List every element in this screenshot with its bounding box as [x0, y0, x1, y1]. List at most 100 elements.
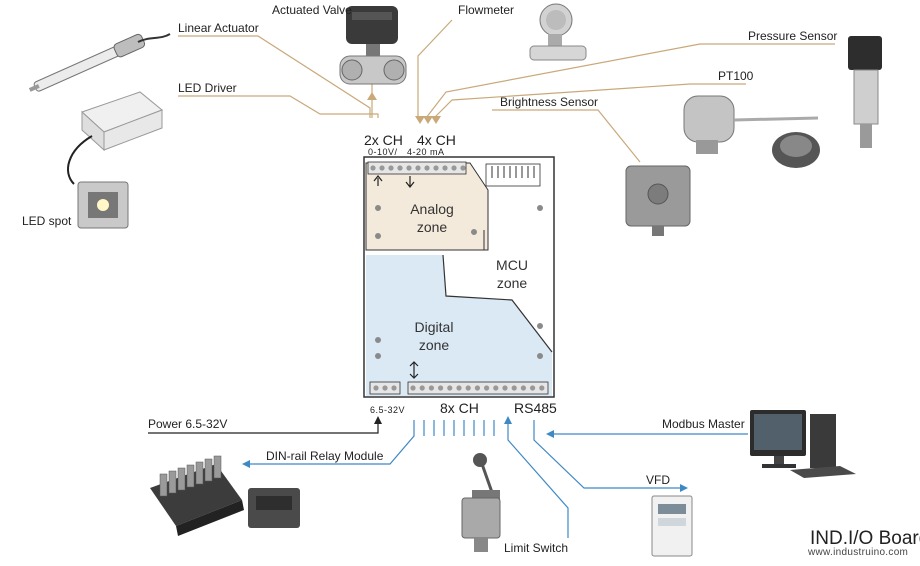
flowmeter-label: Flowmeter: [458, 3, 514, 17]
terminal-pin: [502, 385, 508, 391]
terminal-pin: [442, 165, 448, 171]
terminal-pin: [465, 385, 471, 391]
actuated-valve-label: Actuated Valve: [272, 3, 352, 17]
terminal-pin: [428, 385, 434, 391]
arrowhead-flow: [415, 116, 425, 124]
terminal-pin: [530, 385, 536, 391]
rs485-label: RS485: [514, 400, 557, 416]
flowmeter-icon: [529, 3, 587, 61]
analog-output-arrow-icon: [373, 175, 383, 186]
vfd-arrowhead: [680, 484, 688, 492]
terminal-pin: [370, 165, 376, 171]
actuated-valve-icon: [339, 6, 407, 85]
terminal-pin: [438, 385, 444, 391]
modbus-master-label: Modbus Master: [662, 417, 745, 431]
limit-switch-label: Limit Switch: [504, 541, 568, 555]
arrowhead-pressure: [423, 116, 433, 124]
mounting-holes: [375, 205, 543, 359]
relay-block: [186, 464, 195, 488]
terminal-pin: [493, 385, 499, 391]
terminal-pin: [460, 165, 466, 171]
analog-input-range-label: 4-20 mA: [407, 147, 445, 157]
pressure-sensor-line: [425, 43, 835, 119]
analog-output-range-label: 0-10V/: [368, 147, 398, 157]
terminal-pin: [433, 165, 439, 171]
relay-block: [195, 461, 204, 485]
din-relay-label: DIN-rail Relay Module: [266, 449, 384, 463]
terminal-pin: [397, 165, 403, 171]
mcu-border: [442, 254, 553, 353]
analog-zone-label-2: zone: [417, 219, 448, 235]
modbus-arrowhead: [546, 430, 554, 438]
terminal-pin: [391, 385, 397, 391]
brightness-sensor-icon: [625, 165, 691, 236]
terminal-pin: [447, 385, 453, 391]
terminal-pin: [484, 385, 490, 391]
digital-channel-label: 8x CH: [440, 400, 479, 416]
relay-block: [168, 470, 177, 494]
brightness-sensor-line: [492, 109, 641, 163]
terminal-pin: [406, 165, 412, 171]
analog-connections: [178, 19, 835, 163]
relay-arrowhead: [242, 460, 250, 468]
terminal-pin: [456, 385, 462, 391]
power-line: [148, 420, 379, 434]
terminal-pin: [511, 385, 517, 391]
power-label: Power 6.5-32V: [148, 417, 227, 431]
digital-zone-label-2: zone: [419, 337, 450, 353]
analog-terminal-pins: [370, 165, 466, 171]
terminal-pin: [388, 165, 394, 171]
linear-actuator-line: [178, 35, 371, 118]
vfd-icon: [651, 495, 693, 557]
pt100-label: PT100: [718, 69, 754, 83]
terminal-pin: [419, 385, 425, 391]
led-spot-icon: [67, 135, 129, 229]
terminal-pin: [451, 165, 457, 171]
terminal-pin: [379, 165, 385, 171]
relay-block: [213, 455, 222, 479]
linear-actuator-icon: [28, 33, 171, 92]
digital-bidirectional-arrow-icon: [409, 361, 419, 379]
limit-switch-arrowhead: [504, 416, 512, 424]
pt100-line: [433, 83, 746, 119]
flowmeter-line: [417, 19, 453, 118]
digital-channel-ticks: [423, 420, 495, 436]
relay-block: [159, 473, 168, 497]
led-driver-label: LED Driver: [178, 81, 237, 95]
digital-zone-fill: [366, 255, 552, 396]
terminal-pin: [415, 165, 421, 171]
linear-actuator-label: Linear Actuator: [178, 21, 259, 35]
brightness-sensor-label: Brightness Sensor: [500, 95, 598, 109]
analog-input-channel-label: 4x CH: [417, 132, 456, 148]
pt100-icon: [683, 95, 820, 168]
power-arrowhead: [374, 416, 382, 424]
led-driver-line: [178, 95, 379, 118]
vfd-line: [533, 420, 682, 489]
brand-name: IND.I/O Board: [810, 528, 920, 549]
digital-connections: [148, 416, 748, 538]
arrowhead-out: [367, 92, 377, 100]
terminal-pin: [520, 385, 527, 391]
led-spot-label: LED spot: [22, 214, 72, 228]
mcu-zone-label-1: MCU: [496, 257, 528, 273]
power-range-label: 6.5-32V: [370, 405, 405, 415]
limit-switch-line: [507, 420, 569, 538]
pressure-sensor-icon: [848, 36, 882, 148]
terminal-pin: [382, 385, 388, 391]
relay-module-line: [248, 420, 415, 465]
modbus-master-computer-icon: [750, 410, 856, 478]
limit-switch-icon: [461, 453, 501, 552]
brand-url: www.industruino.com: [807, 547, 908, 558]
relay-block: [177, 467, 186, 491]
digital-zone-label-1: Digital: [415, 319, 454, 335]
relay-module-icon: [150, 455, 300, 536]
terminal-pin: [539, 385, 545, 391]
mcu-zone-label-2: zone: [497, 275, 528, 291]
analog-zone-label-1: Analog: [410, 201, 454, 217]
terminal-pin: [373, 385, 379, 391]
analog-output-channel-label: 2x CH: [364, 132, 403, 148]
io-board: Analog zone MCU zone Digital zone: [363, 156, 555, 398]
digital-terminal-pins: [373, 385, 545, 391]
